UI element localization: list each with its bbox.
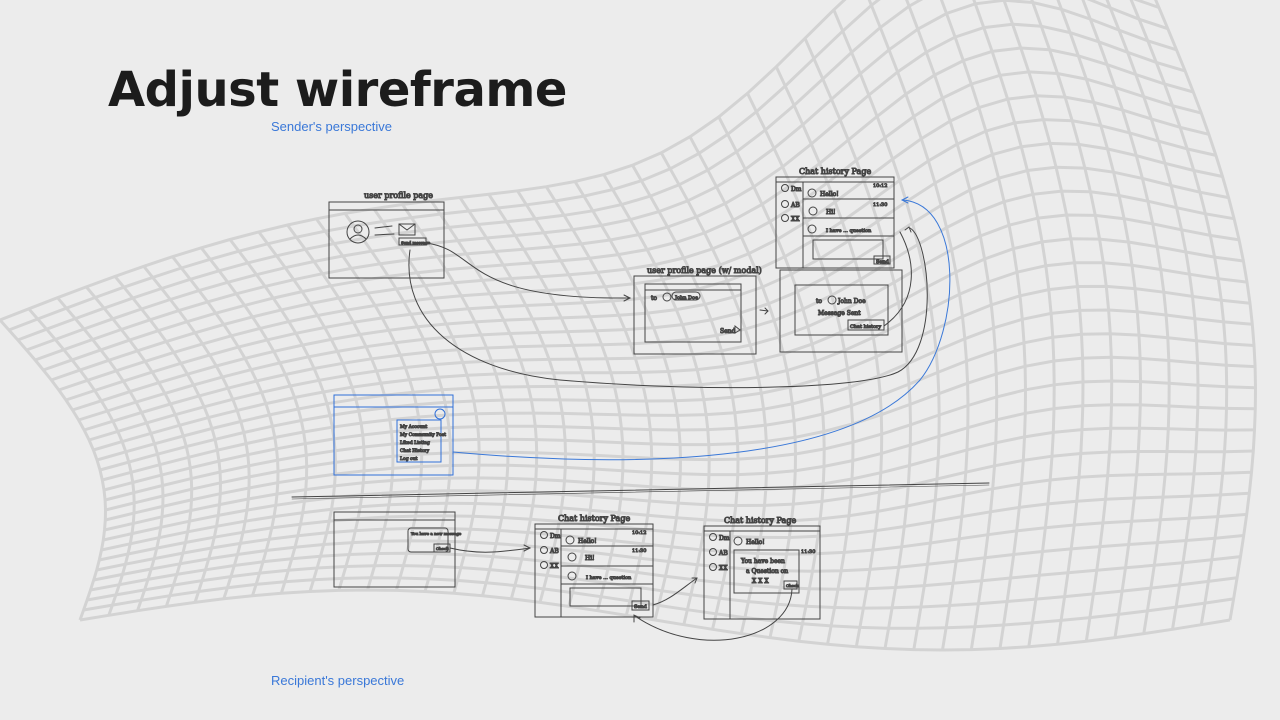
svg-text:XX: XX bbox=[719, 565, 728, 572]
svg-text:Check: Check bbox=[786, 583, 799, 588]
svg-text:Chat history: Chat history bbox=[850, 324, 881, 330]
section-divider bbox=[291, 482, 990, 498]
sketch-chat-question-page: Dm AB XX Hello! 11:30 You have been a Qu… bbox=[703, 525, 821, 620]
arrow-menu-to-chat-history bbox=[452, 199, 951, 461]
svg-text:I have ... question: I have ... question bbox=[586, 575, 632, 581]
sketch-chat-history-page-recipient: Dm AB XX Hello! 10:12 Hi! 11:30 I have .… bbox=[534, 523, 654, 618]
arrow-profile-to-chat-history bbox=[408, 227, 928, 389]
svg-text:a Question on: a Question on bbox=[746, 568, 788, 575]
sketch-label-profile-modal: user profile page (w/ modal) bbox=[647, 266, 762, 275]
sketch-label-chat-history-r2: Chat history Page bbox=[724, 516, 796, 525]
sketch-send-button: Send bbox=[720, 328, 736, 335]
svg-text:I have ... question: I have ... question bbox=[826, 228, 872, 234]
svg-text:Dm: Dm bbox=[550, 533, 561, 540]
svg-text:10:12: 10:12 bbox=[873, 183, 887, 189]
sketch-label-chat-history: Chat history Page bbox=[799, 167, 871, 176]
svg-text:11:30: 11:30 bbox=[801, 549, 815, 555]
recipient-perspective-label: Recipient's perspective bbox=[271, 673, 405, 688]
sketch-notification-text: You have a new message bbox=[410, 531, 462, 536]
svg-text:to: to bbox=[816, 298, 822, 305]
svg-text:Hi!: Hi! bbox=[585, 555, 595, 562]
svg-text:X X X: X X X bbox=[752, 578, 769, 585]
sketch-profile-modal-page: to John Doe Send bbox=[633, 275, 757, 355]
sketch-nav-menu-page bbox=[333, 394, 454, 476]
sketch-send-message-button bbox=[398, 237, 427, 246]
svg-text:John Doe: John Doe bbox=[837, 298, 866, 305]
svg-text:to: to bbox=[651, 295, 657, 302]
arrow-notification-to-chat bbox=[449, 547, 531, 553]
sketch-menu-item-4: Log out bbox=[400, 456, 418, 462]
svg-text:Message Sent: Message Sent bbox=[818, 310, 861, 317]
svg-text:Send: Send bbox=[634, 604, 648, 610]
arrow-chat-to-question bbox=[652, 577, 698, 606]
svg-text:Hi!: Hi! bbox=[826, 209, 836, 216]
sender-perspective-label: Sender's perspective bbox=[271, 119, 392, 134]
sketch-chat-history-page-sender: Dm AB XX Hello! 10:12 Hi! 11:30 I have .… bbox=[775, 176, 895, 269]
svg-text:XX: XX bbox=[791, 216, 800, 223]
svg-text:10:12: 10:12 bbox=[632, 530, 646, 536]
avatar-icon bbox=[346, 220, 370, 244]
svg-text:You have been: You have been bbox=[740, 558, 785, 565]
sketch-check-button: Check bbox=[436, 546, 449, 551]
sketch-menu-item-0: My Account bbox=[400, 424, 427, 430]
svg-text:John Doe: John Doe bbox=[674, 295, 698, 301]
svg-text:Send: Send bbox=[876, 259, 890, 265]
sketch-menu-item-3: Chat History bbox=[400, 448, 430, 454]
sketch-message-sent-page: to John Doe Message Sent Chat history bbox=[779, 269, 903, 353]
svg-text:Hello!: Hello! bbox=[746, 539, 765, 546]
envelope-icon bbox=[398, 223, 416, 236]
svg-text:AB: AB bbox=[549, 548, 559, 555]
page-title: Adjust wireframe bbox=[108, 62, 567, 118]
sketch-menu-item-2: Liked Listing bbox=[400, 440, 430, 446]
sketch-menu-item-1: My Community Post bbox=[400, 432, 446, 438]
svg-text:11:30: 11:30 bbox=[632, 548, 646, 554]
svg-text:Dm: Dm bbox=[719, 535, 730, 542]
svg-text:XX: XX bbox=[550, 563, 559, 570]
sketch-label-user-profile-page: user profile page bbox=[364, 191, 433, 200]
svg-text:AB: AB bbox=[718, 550, 728, 557]
arrow-question-back-to-chat bbox=[634, 588, 793, 641]
sketch-label-chat-history-r1: Chat history Page bbox=[558, 514, 630, 523]
arrow-sent-to-chat-history bbox=[883, 231, 912, 327]
svg-text:AB: AB bbox=[790, 202, 800, 209]
sketch-user-profile-page: Send message bbox=[328, 201, 445, 279]
sketch-chat-history-button bbox=[847, 319, 885, 331]
svg-text:Send message: Send message bbox=[401, 240, 431, 245]
svg-text:Hello!: Hello! bbox=[820, 191, 839, 198]
svg-text:Dm: Dm bbox=[791, 186, 802, 193]
svg-text:11:30: 11:30 bbox=[873, 202, 887, 208]
svg-text:Hello!: Hello! bbox=[578, 538, 597, 545]
arrow-profile-to-modal bbox=[425, 242, 631, 299]
